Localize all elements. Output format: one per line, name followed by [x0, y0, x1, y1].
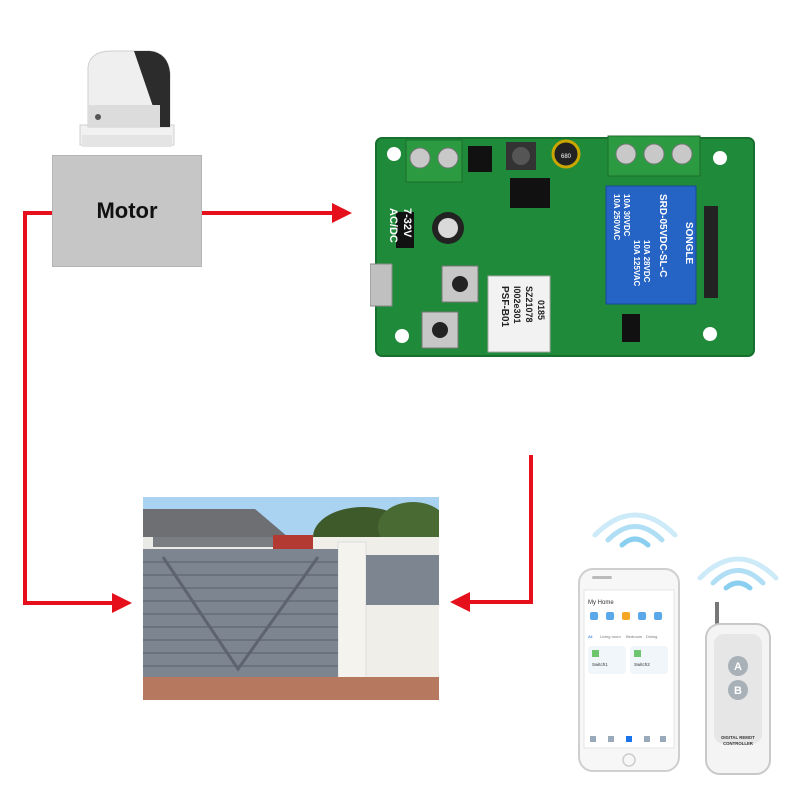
- board-input-label: AC/DC: [387, 208, 399, 243]
- relay-rating-1: 10A 250VAC: [612, 194, 621, 240]
- wifi-signal-icon: [592, 512, 678, 548]
- capacitor-code: 680: [561, 154, 572, 160]
- wifi-signal-icon-remote: [697, 556, 779, 591]
- motor-to-gate-line: [23, 211, 114, 605]
- phone-header: My Home: [588, 600, 614, 606]
- relay-brand: SONGLE: [683, 222, 694, 265]
- module-label-3: SZ21078: [524, 286, 534, 323]
- remote-control-image: A B DIGITAL REMOT CONTROLLER: [705, 602, 771, 775]
- module-label-1: PSF-B01: [499, 286, 510, 328]
- motor-label: Motor: [96, 198, 158, 223]
- board-voltage-label: 7-32V: [401, 208, 413, 238]
- smartphone-image: My Home All Living room Bedroom Dining S…: [578, 568, 680, 772]
- relay-rating-3: 10A 125VAC: [632, 240, 641, 286]
- phone-device-1: Switch1: [592, 662, 608, 667]
- module-label-4: 0185: [536, 300, 546, 320]
- board-to-gate-line: [466, 455, 533, 604]
- remote-brand-line1: DIGITAL REMOT: [721, 735, 755, 740]
- phone-tab-1: All: [588, 634, 593, 639]
- remote-button-b: B: [734, 685, 742, 697]
- remote-brand-line2: CONTROLLER: [723, 741, 754, 746]
- phone-tab-4: Dining: [646, 634, 657, 639]
- relay-rating-2: 10A 30VDC: [622, 194, 631, 237]
- arrow-head-board: [332, 203, 352, 223]
- phone-tab-3: Bedroom: [626, 634, 643, 639]
- module-label-2: I002e301: [512, 286, 522, 324]
- relay-model: SRD-05VDC-SL-C: [657, 194, 668, 277]
- relay-board-image: AC/DC 7-32V 680 PSF-B01 I002e301 SZ21078…: [370, 135, 755, 357]
- phone-device-2: Switch2: [634, 662, 650, 667]
- gate-image: [143, 497, 439, 700]
- motor-box: Motor: [52, 155, 202, 267]
- gate-motor-image: [79, 50, 175, 147]
- relay-rating-4: 10A 28VDC: [642, 240, 651, 283]
- arrow-head-gate-left: [112, 593, 132, 613]
- phone-tab-2: Living room: [600, 634, 621, 639]
- remote-button-a: A: [734, 661, 742, 673]
- arrow-head-gate-right: [450, 592, 470, 612]
